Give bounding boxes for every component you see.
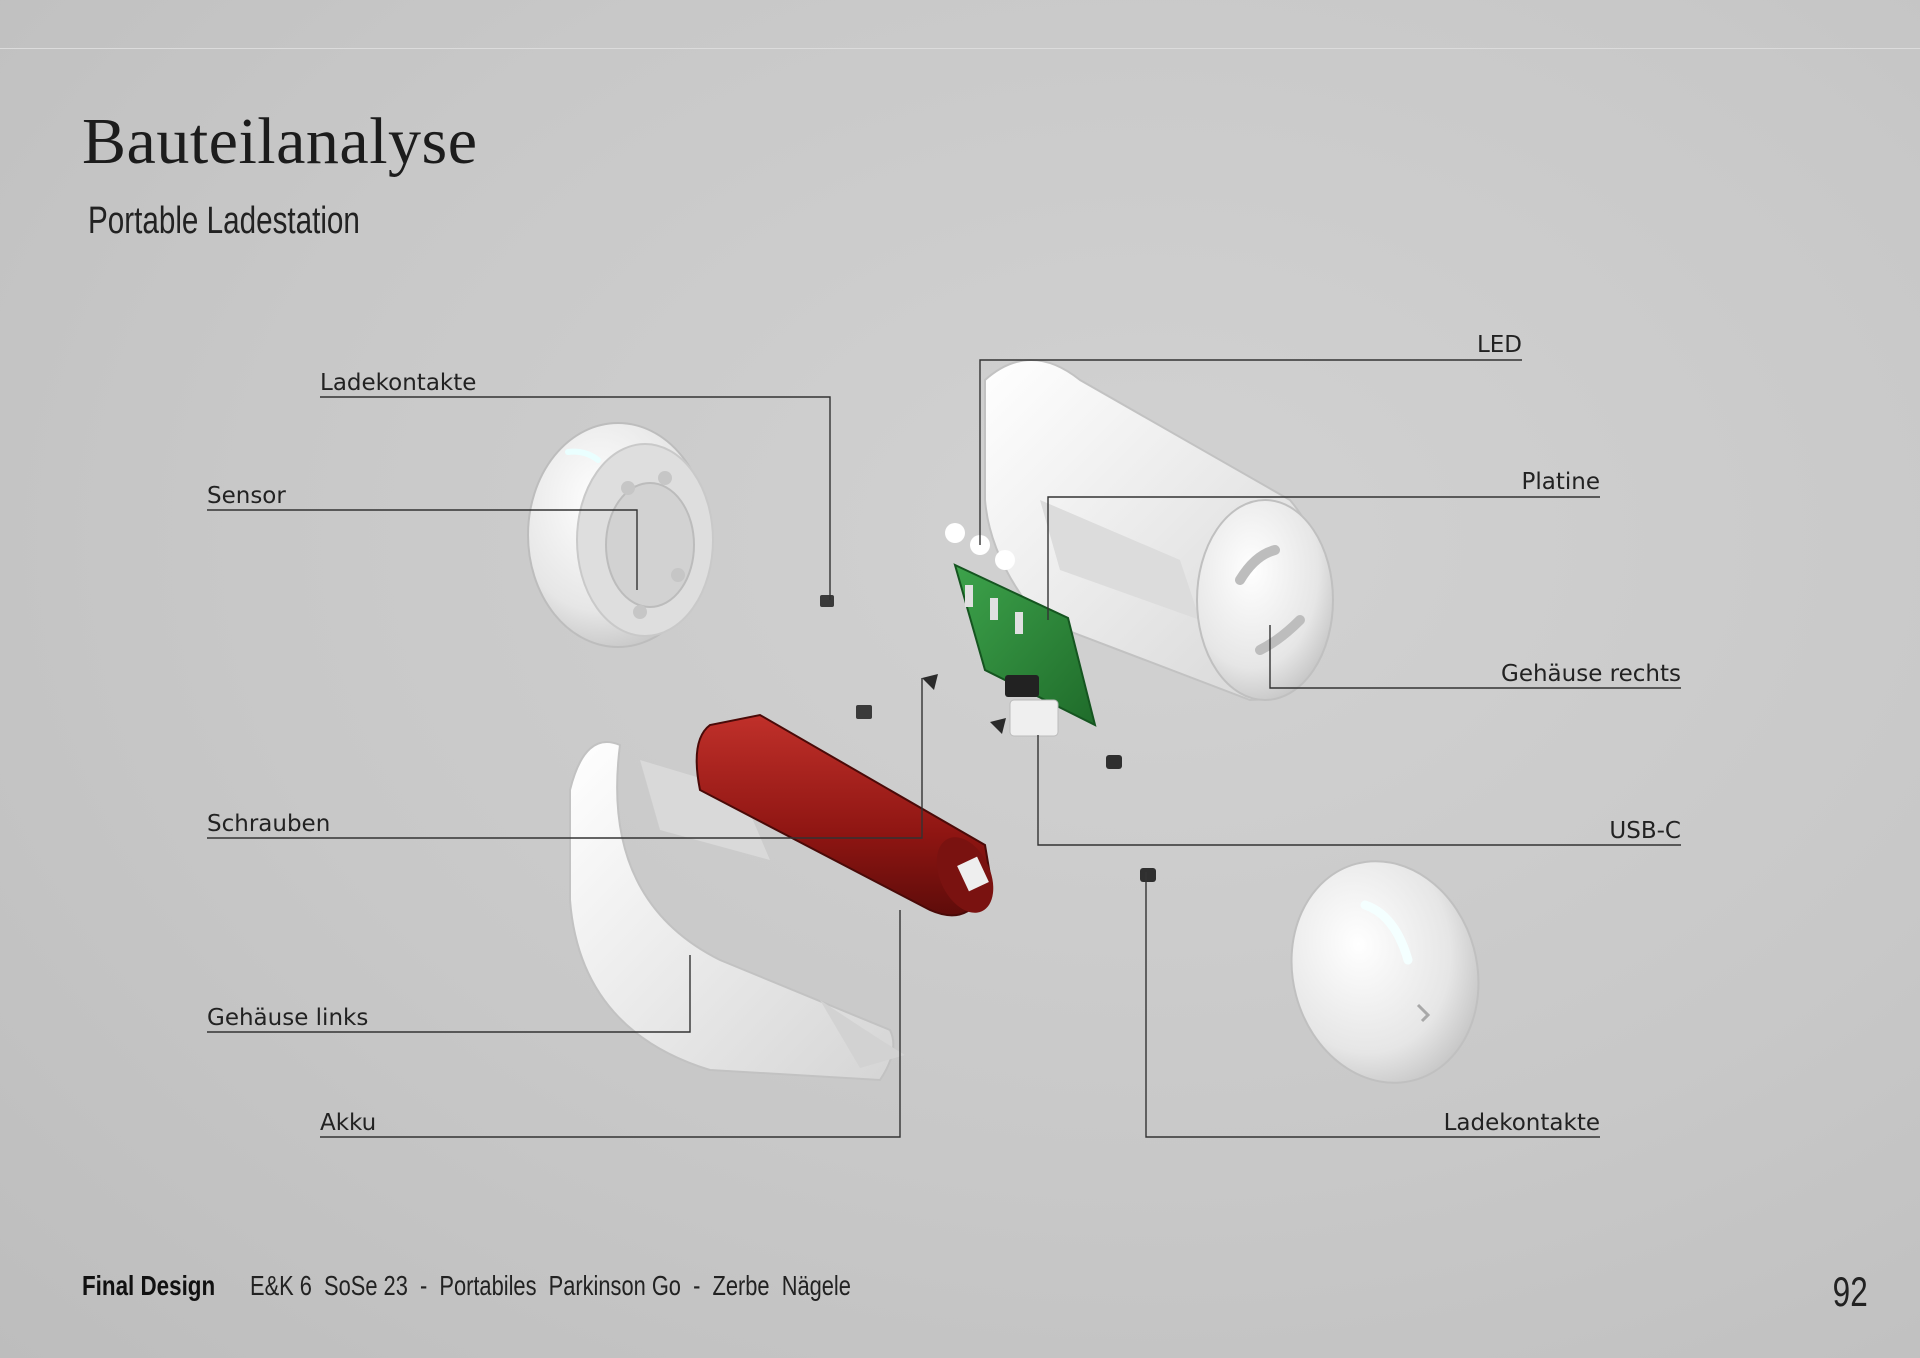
charging-contacts-cap-part [1290,860,1480,1084]
sensor-cap-part [527,422,714,648]
led-parts [945,523,1015,570]
top-divider [0,48,1920,49]
label-akku: Akku [320,1110,376,1136]
pcb-part [953,563,1097,737]
label-gehaeuse-rechts: Gehäuse rechts [1501,661,1681,687]
label-platine: Platine [1522,469,1601,495]
leader-lines [207,359,1681,1138]
page-number: 92 [1832,1268,1868,1315]
label-usb-c: USB-C [1609,818,1681,844]
label-ladekontakte-bottom: Ladekontakte [1444,1110,1600,1136]
housing-left-part [569,741,905,1082]
label-ladekontakte-top: Ladekontakte [320,370,476,396]
label-sensor: Sensor [207,483,286,509]
label-led: LED [1477,332,1522,358]
footer-project-info: E&K 6 SoSe 23 - Portabiles Parkinson Go … [250,1270,851,1301]
page-subtitle: Portable Ladestation [88,200,360,242]
footer-section-title: Final Design [82,1270,216,1301]
housing-right-part [984,359,1334,702]
battery-part [695,713,994,917]
page-title: Bauteilanalyse [82,105,478,178]
label-schrauben: Schrauben [207,811,330,837]
screws-parts [820,595,1156,882]
label-gehaeuse-links: Gehäuse links [207,1005,368,1031]
